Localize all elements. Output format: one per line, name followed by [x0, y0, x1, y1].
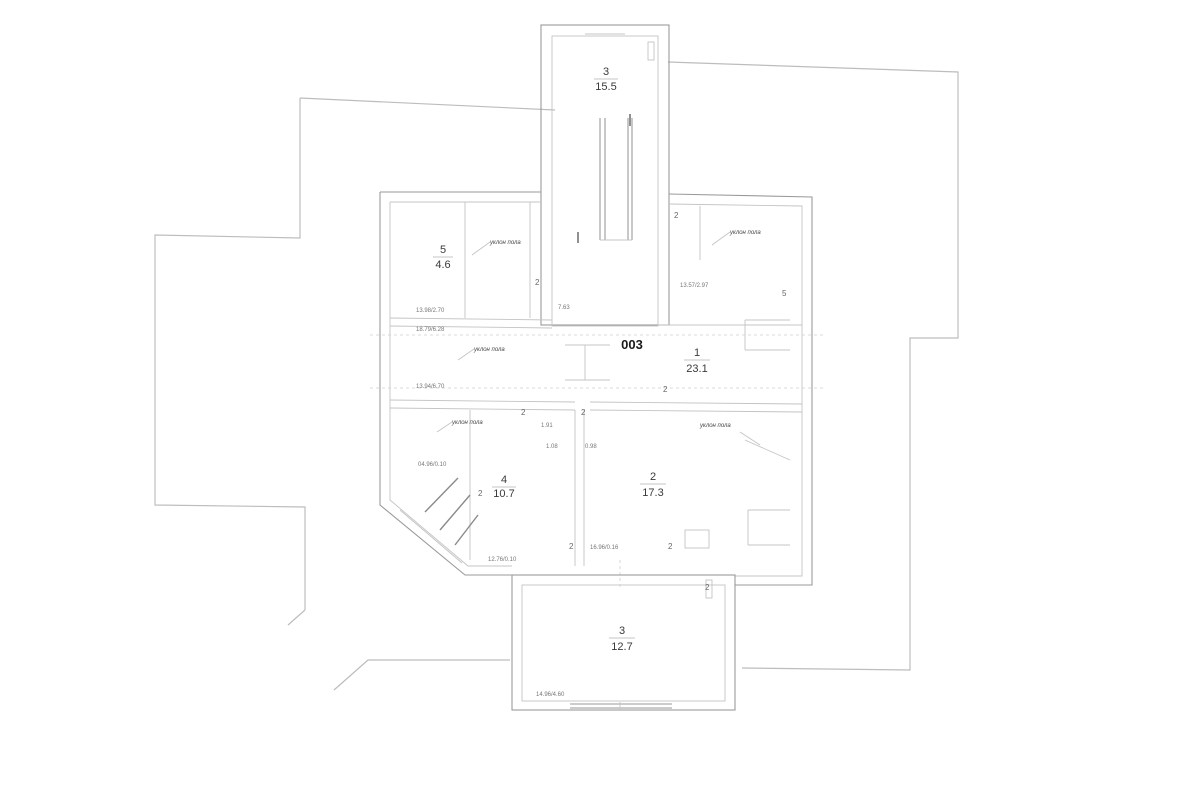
room-area: 12.7: [611, 641, 632, 653]
marker: 2: [705, 583, 710, 592]
room-number: 3: [619, 625, 625, 637]
dimension-note: 13.57/2.97: [680, 283, 709, 289]
room-number: 4: [501, 474, 507, 486]
building-outline: [154, 61, 959, 691]
floor-tag: уклон пола: [473, 347, 505, 353]
apartment-walls: [370, 191, 826, 590]
flat-code: 003: [621, 337, 643, 352]
floor-tag: уклон пола: [699, 423, 731, 429]
room-number: 5: [440, 244, 446, 256]
dimension-note: 04.96/0.10: [418, 462, 447, 468]
marker: 2: [663, 385, 668, 394]
dimension-note: 18.79/6.28: [416, 327, 445, 333]
dimension-note: 16.96/0.16: [590, 545, 619, 551]
room-labels: 3 15.5 5 4.6 1 23.1 4 10.7 2 17.3 3 12.7: [433, 66, 710, 653]
room-number: 3: [603, 66, 609, 78]
dimension-note: 7.63: [558, 305, 570, 311]
room-area: 10.7: [493, 488, 514, 500]
tag-leaders: [436, 231, 761, 446]
marker: 2: [478, 489, 483, 498]
dimension-note: 12.76/0.10: [488, 557, 517, 563]
marker: 2: [569, 542, 574, 551]
dimension-notes: 13.98/2.70 18.79/6.28 13.94/6.70 13.57/2…: [416, 283, 709, 698]
stair-block-north: [540, 24, 670, 327]
marker: 5: [782, 289, 787, 298]
dimension-note: 1.08: [546, 444, 558, 450]
room-area: 15.5: [595, 81, 616, 93]
marker: 2: [581, 408, 586, 417]
dimension-note: 0.98: [585, 444, 597, 450]
room-area: 23.1: [686, 363, 707, 375]
balcony-south: [511, 574, 736, 711]
marker: 2: [521, 408, 526, 417]
dimension-note: 14.96/4.60: [536, 692, 565, 698]
marker: 2: [674, 211, 679, 220]
floor-tag: уклон пола: [489, 240, 521, 246]
room-number: 1: [694, 347, 700, 359]
floor-tags: уклон пола уклон пола уклон пола уклон п…: [451, 230, 761, 429]
room-number: 2: [650, 471, 656, 483]
floor-tag: уклон пола: [729, 230, 761, 236]
room-area: 4.6: [435, 259, 450, 271]
marker: 2: [535, 278, 540, 287]
dimension-note: 13.98/2.70: [416, 308, 445, 314]
room-area: 17.3: [642, 487, 663, 499]
dimension-note: 1.91: [541, 423, 553, 429]
marker: 2: [668, 542, 673, 551]
markers: 2 2 2 5 2 2 2 2 2 2: [478, 211, 787, 592]
floor-tag: уклон пола: [451, 420, 483, 426]
dimension-note: 13.94/6.70: [416, 384, 445, 390]
